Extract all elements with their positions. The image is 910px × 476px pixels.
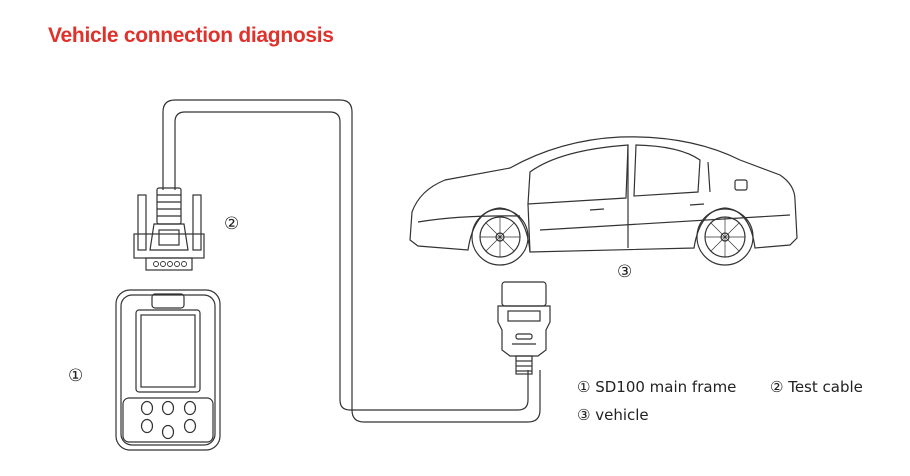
page-title: Vehicle connection diagnosis xyxy=(48,24,334,47)
sd100-device xyxy=(115,289,221,451)
legend-item-vehicle: ③ vehicle xyxy=(577,406,649,424)
vehicle-car xyxy=(409,136,798,266)
obd-connector xyxy=(497,281,551,375)
callout-cable: ② xyxy=(224,214,240,234)
callout-vehicle: ③ xyxy=(617,262,633,282)
legend-item-cable: ② Test cable xyxy=(770,378,863,396)
test-cable xyxy=(162,99,541,423)
callout-device: ① xyxy=(68,366,84,386)
legend-item-device: ① SD100 main frame xyxy=(577,378,737,396)
db9-connector xyxy=(133,187,205,271)
